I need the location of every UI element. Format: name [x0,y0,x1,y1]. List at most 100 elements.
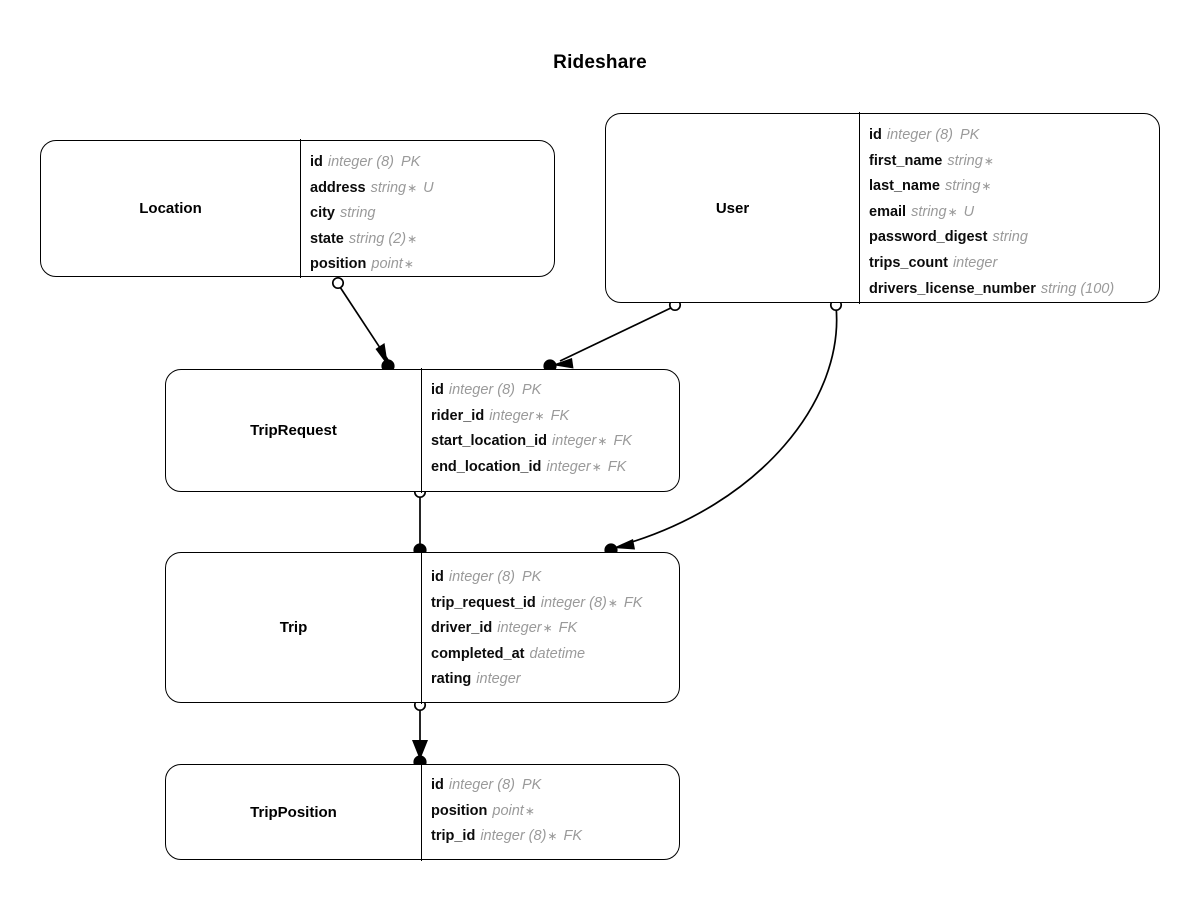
entity-triprequest-divider [421,368,422,493]
field-type: integer (8) [480,828,547,845]
field-type: integer [476,671,521,688]
field-name: id [431,777,444,793]
field-row: city string [310,201,554,227]
field-name: trip_request_id [431,594,536,611]
field-type: datetime [529,645,586,662]
field-name: trip_id [431,828,476,845]
field-name: rider_id [431,407,485,424]
field-name: completed_at [431,645,525,662]
field-name: password_digest [869,229,988,246]
entity-tripposition-title: TripPosition [250,803,337,821]
relationship-triprequest-trip [413,485,427,557]
field-type: string [992,229,1028,246]
page-title: Rideshare [553,52,647,73]
field-key: FK [613,433,632,450]
field-type: integer (8) [448,382,515,398]
field-name: email [869,203,907,220]
field-key: PK [521,777,542,793]
field-name: position [310,256,367,273]
field-type: integer (8) [886,127,953,143]
field-type: integer (8) [448,777,515,793]
field-type: integer [552,433,597,450]
field-key: U [423,179,434,196]
field-type: integer (8) [540,594,607,611]
field-type: string [370,179,407,196]
field-key: PK [400,154,421,170]
entity-location-divider [300,139,301,278]
entity-location-title: Location [139,200,202,217]
relationship-location-triprequest [331,276,395,373]
field-name: id [431,382,444,398]
field-type: string (2) [348,230,407,247]
field-required-marker: ∗ [597,434,608,449]
field-required-marker: ∗ [542,621,553,636]
field-key: FK [550,407,570,424]
entity-triprequest-title: TripRequest [250,422,337,439]
field-name: last_name [869,178,940,195]
field-name: address [310,179,366,196]
field-name: state [310,230,344,247]
field-required-marker: ∗ [591,459,602,474]
field-type: integer [489,407,534,424]
relationship-user-triprequest [543,298,682,373]
field-type: string [911,203,947,220]
field-required-marker: ∗ [407,231,418,246]
field-type: integer [497,620,542,637]
field-key: U [963,203,975,220]
field-type: string (100) [1040,280,1115,297]
field-name: position [431,802,488,819]
field-key: PK [521,382,542,398]
field-type: string [340,205,376,222]
field-name: city [310,205,335,222]
field-required-marker: ∗ [947,204,958,219]
field-key: FK [623,594,643,611]
field-key: FK [607,458,627,475]
field-required-marker: ∗ [534,408,545,423]
field-required-marker: ∗ [981,179,992,194]
entity-trip-divider [421,551,422,704]
field-name: first_name [869,152,943,169]
field-type: integer (8) [448,569,515,585]
field-required-marker: ∗ [407,180,418,195]
entity-user-divider [859,112,860,304]
field-name: id [310,154,323,170]
field-name: rating [431,671,472,688]
field-type: string [947,152,983,169]
field-key: PK [959,127,980,143]
field-name: id [869,127,882,143]
entity-user-title: User [715,199,750,217]
field-name: id [431,569,444,585]
entity-tripposition-divider [421,763,422,861]
field-key: PK [521,569,542,585]
field-name: driver_id [431,620,493,637]
field-key: FK [558,620,578,637]
